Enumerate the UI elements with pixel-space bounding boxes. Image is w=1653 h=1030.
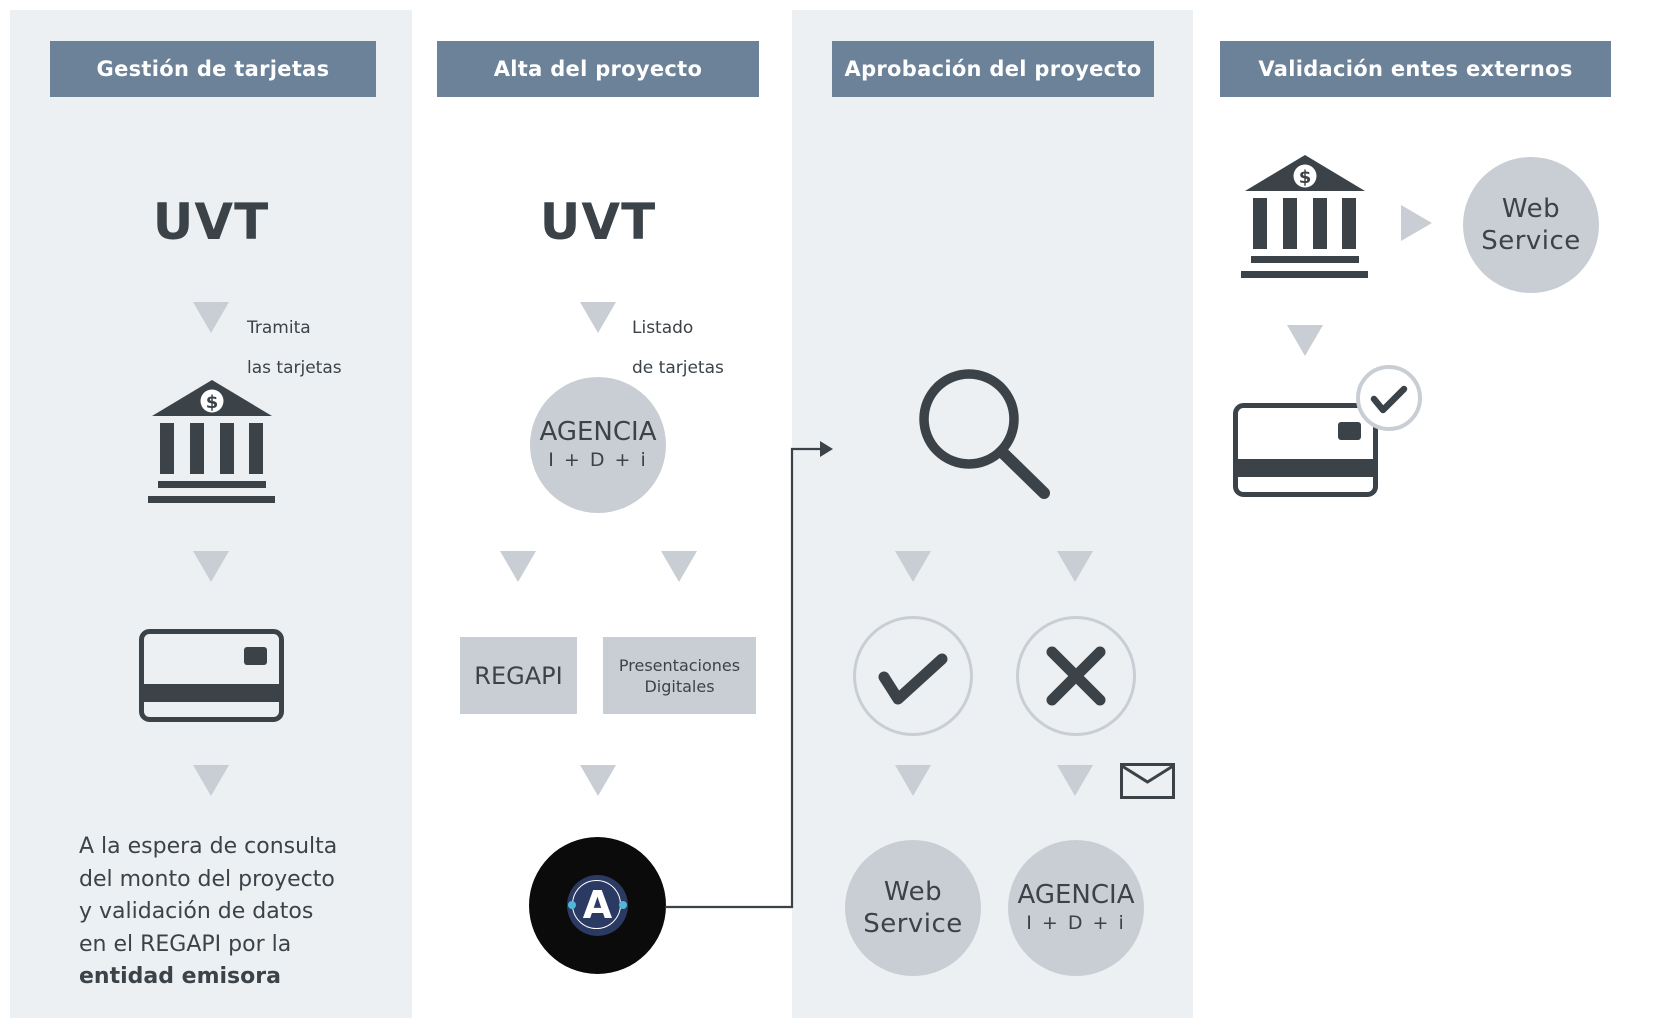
agency-subtitle: I + D + i <box>548 449 648 471</box>
column-panel-aprobacion <box>792 10 1193 1018</box>
agency-subtitle: I + D + i <box>1026 912 1126 934</box>
arrow-down-icon <box>1057 765 1093 796</box>
arrow-note-listado: Listado de tarjetas <box>632 298 724 398</box>
bank-icon: $ <box>1241 155 1368 278</box>
arrow-down-icon <box>193 551 229 582</box>
connector-arrow <box>665 441 833 909</box>
description-bold: entidad emisora <box>79 964 281 989</box>
bank-icon: $ <box>148 380 275 503</box>
uvt-title: UVT <box>152 193 270 251</box>
magnifier-icon <box>919 369 1050 499</box>
rejected-x-icon <box>1016 616 1136 736</box>
note-line: las tarjetas <box>247 358 342 378</box>
uvt-title: UVT <box>539 193 657 251</box>
arrow-right-icon <box>1401 205 1432 241</box>
agency-name: AGENCIA <box>1017 880 1135 910</box>
web-service-bubble: Web Service <box>845 840 981 976</box>
validated-card-icon <box>1233 365 1422 497</box>
logo-letter: A <box>582 883 613 927</box>
status-description: A la espera de consulta del monto del pr… <box>79 831 399 994</box>
arrow-down-icon <box>661 551 697 582</box>
agencia-idi-bubble: AGENCIA I + D + i <box>530 377 666 513</box>
logo-dot-right <box>619 901 627 909</box>
bubble-line: Web <box>1501 194 1561 224</box>
arrow-down-icon <box>500 551 536 582</box>
header-gestion-tarjetas: Gestión de tarjetas <box>50 41 376 97</box>
description-line: A la espera de consulta <box>79 834 338 859</box>
presentaciones-digitales-box: Presentaciones Digitales <box>603 637 756 714</box>
note-line: de tarjetas <box>632 358 724 378</box>
arrow-down-icon <box>193 302 229 333</box>
arrow-down-icon <box>580 765 616 796</box>
arrow-down-icon <box>895 551 931 582</box>
agencia-idi-bubble: AGENCIA I + D + i <box>1008 840 1144 976</box>
regapi-label: REGAPI <box>474 661 563 690</box>
agency-name: AGENCIA <box>539 417 657 447</box>
box-line: Digitales <box>644 676 715 696</box>
svg-text:$: $ <box>206 392 219 413</box>
arrow-down-icon <box>1287 325 1323 356</box>
aceleradora-logo: A <box>529 837 666 974</box>
bubble-line: Service <box>863 909 963 939</box>
header-validacion-externos: Validación entes externos <box>1220 41 1611 97</box>
description-line: y validación de datos <box>79 899 314 924</box>
description-line: en el REGAPI por la <box>79 931 292 957</box>
box-line: Presentaciones <box>618 655 741 675</box>
note-line: Listado <box>632 318 694 338</box>
envelope-icon <box>1120 763 1175 799</box>
header-aprobacion-proyecto: Aprobación del proyecto <box>832 41 1154 97</box>
header-alta-proyecto: Alta del proyecto <box>437 41 759 97</box>
regapi-box: REGAPI <box>460 637 577 714</box>
description-line: del monto del proyecto <box>79 866 335 892</box>
svg-text:$: $ <box>1299 167 1312 188</box>
approved-check-icon <box>853 616 973 736</box>
bubble-line: Web <box>883 877 943 907</box>
bubble-line: Service <box>1481 226 1581 256</box>
credit-card-icon <box>139 629 284 722</box>
arrow-down-icon <box>1057 551 1093 582</box>
logo-dot-left <box>568 901 576 909</box>
arrow-down-icon <box>895 765 931 796</box>
column-panel-gestion <box>10 10 412 1018</box>
note-line: Tramita <box>247 318 311 338</box>
arrow-down-icon <box>193 765 229 796</box>
arrow-note-tramita: Tramita las tarjetas <box>247 298 342 398</box>
web-service-bubble: Web Service <box>1463 157 1599 293</box>
arrow-down-icon <box>580 302 616 333</box>
